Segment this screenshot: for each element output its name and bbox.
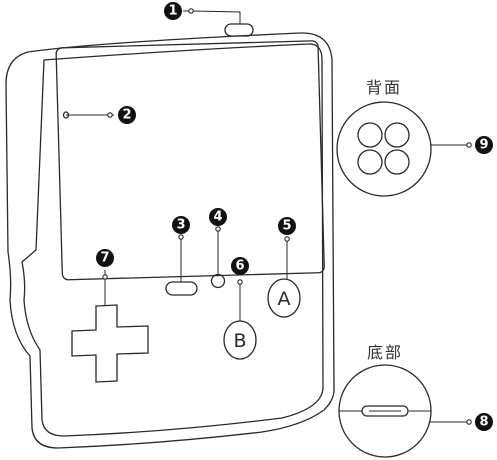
callout-leaders [62, 8, 472, 425]
bottom-view [338, 364, 432, 458]
callout-8: 8 [475, 413, 493, 431]
callout-4: 4 [209, 208, 227, 226]
svg-text:4: 4 [213, 210, 222, 225]
callout-1: 1 [164, 2, 182, 20]
svg-text:3: 3 [176, 218, 185, 233]
a-button: A [267, 278, 301, 318]
bottom-view-label: 底部 [367, 343, 403, 362]
back-view [336, 101, 432, 197]
svg-text:7: 7 [100, 251, 109, 266]
svg-text:6: 6 [235, 259, 244, 274]
callout-7: 7 [96, 249, 114, 267]
svg-text:1: 1 [168, 4, 177, 19]
callout-9: 9 [475, 136, 493, 154]
d-pad [71, 304, 149, 383]
screen [55, 40, 325, 281]
b-button-label: B [233, 330, 246, 352]
callout-3: 3 [172, 216, 190, 234]
callout-2: 2 [118, 106, 136, 124]
svg-text:9: 9 [479, 138, 488, 153]
svg-text:5: 5 [282, 219, 291, 234]
menu-button [165, 281, 198, 296]
device-body [5, 23, 335, 449]
back-view-label: 背面 [366, 78, 402, 97]
callout-6: 6 [231, 257, 249, 275]
a-button-label: A [278, 288, 291, 310]
small-round-button [210, 273, 226, 289]
callout-5: 5 [278, 217, 296, 235]
b-button: B [223, 320, 257, 360]
svg-text:8: 8 [479, 415, 488, 430]
svg-text:2: 2 [122, 108, 131, 123]
